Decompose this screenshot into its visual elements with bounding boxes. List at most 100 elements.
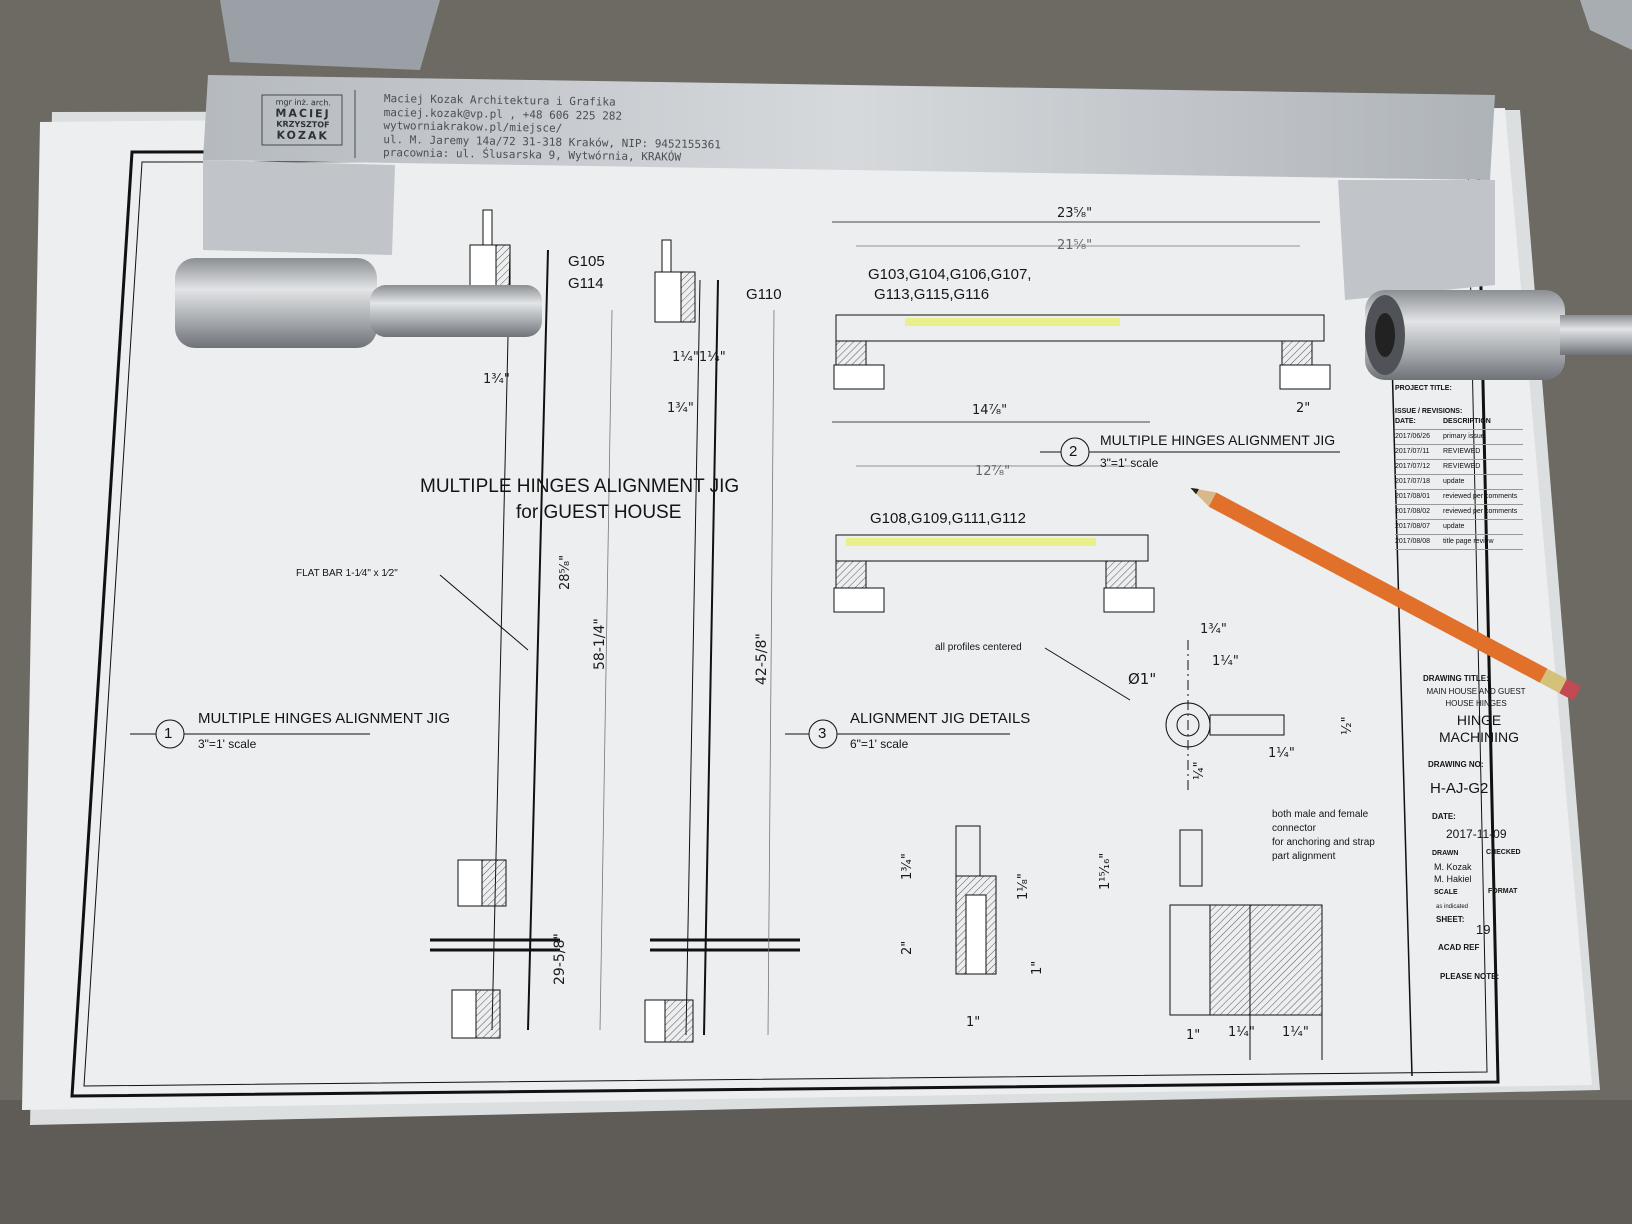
view2-title: MULTIPLE HINGES ALIGNMENT JIG [1100, 432, 1336, 448]
engraving-address: Maciej Kozak Architektura i Grafika maci… [383, 92, 722, 165]
revision-date: 2017/07/18 [1395, 478, 1431, 485]
dim-1-1-4-bottom: 1¹⁄₄" [1268, 746, 1295, 761]
revision-row: 2017/07/18 update [1395, 475, 1523, 490]
steel-pin-left-shaft [370, 285, 542, 337]
revision-desc: update [1443, 478, 1465, 485]
workbench-stain [0, 1100, 1632, 1224]
aluminum-clamp-leg-right [1338, 180, 1495, 300]
date-label: DATE: [1432, 812, 1456, 821]
revision-desc: reviewed per comments [1443, 493, 1518, 500]
revision-row: 2017/08/02 reviewed per comments [1395, 505, 1523, 520]
pencil [1190, 487, 1581, 701]
revision-row: 2017/07/11 REVIEWED [1395, 445, 1523, 460]
revision-header: DATE: DESCRIPTION [1395, 415, 1523, 430]
connector-note: both male and female connector for ancho… [1272, 808, 1375, 864]
metal-tool-top-right [1580, 0, 1632, 50]
main-title-line1: MULTIPLE HINGES ALIGNMENT JIG [420, 476, 740, 497]
steel-pin-right-shaft [1560, 315, 1632, 355]
dim-1-bottom: 1" [966, 1015, 981, 1030]
dim-42-5-8: 42-5/8" [754, 633, 770, 685]
aluminum-clamp-bar [203, 75, 1495, 180]
drawing-title: MAIN HOUSE AND GUEST HOUSE HINGES [1426, 687, 1526, 708]
drawing-title-label: DRAWING TITLE: [1423, 674, 1489, 683]
dim-1-1-4-bottom-c: 1¹⁄₄" [1282, 1025, 1309, 1040]
label-group-b: G108,G109,G111,G112 [870, 510, 1026, 527]
label-group-a-line1: G103,G104,G106,G107, [868, 266, 1032, 283]
label-all-profiles: all profiles centered [935, 642, 1022, 653]
dim-diameter: Ø1" [1128, 670, 1157, 688]
dim-2-v: 2" [900, 940, 915, 955]
view1-geometry [430, 209, 800, 1043]
revision-desc: reviewed per comments [1443, 508, 1518, 515]
revision-desc: REVIEWED [1443, 448, 1481, 455]
view3-scale: 6"=1' scale [850, 737, 909, 751]
connector-note-line: part alignment [1272, 851, 1336, 862]
revision-row: 2017/08/01 reviewed per comments [1395, 490, 1523, 505]
revision-row: 2017/06/26 primary issue [1395, 430, 1523, 445]
view2-number: 2 [1069, 443, 1078, 460]
revision-desc: title page review [1443, 538, 1494, 545]
format-label: FORMAT [1488, 888, 1518, 895]
label-g110: G110 [746, 286, 782, 303]
dim-1-3-4-v: 1³⁄₄" [900, 853, 915, 880]
view2-geometry [832, 221, 1340, 613]
revision-date: 2017/08/02 [1395, 508, 1431, 515]
highlighter-mark-a [905, 318, 1120, 326]
steel-pin-right-bore-inner [1375, 313, 1395, 357]
logo-line2: MACIEJ [275, 106, 331, 121]
label-g114: G114 [568, 275, 604, 292]
label-flat-bar: FLAT BAR 1-1⁄4" x 1⁄2" [296, 568, 398, 579]
dim-half: ¹⁄₂" [1340, 716, 1355, 735]
dim-14-7-8: 14⁷⁄₈" [972, 403, 1008, 418]
title-block-divider [1391, 359, 1413, 1077]
metal-tool-top [220, 0, 440, 70]
view1-number: 1 [164, 725, 173, 742]
please-note-label: PLEASE NOTE: [1440, 972, 1500, 981]
revision-date: 2017/07/11 [1395, 448, 1430, 455]
scale-label: SCALE [1434, 889, 1458, 896]
dim-1-1-4-bottom-b: 1¹⁄₄" [1228, 1025, 1255, 1040]
acad-ref-label: ACAD REF [1438, 943, 1480, 952]
sheet-label: SHEET: [1436, 915, 1465, 924]
dim-1-1-4-detail: 1¹⁄₄" [1212, 654, 1239, 669]
issue-label: ISSUE / REVISIONS: [1395, 408, 1463, 415]
dim-1-3-4-a: 1³⁄₄" [483, 372, 510, 387]
view1-scale: 3"=1' scale [198, 737, 257, 751]
dim-1-3-4-b: 1³⁄₄" [667, 401, 694, 416]
view3-geometry [955, 640, 1323, 1060]
revision-desc: REVIEWED [1443, 463, 1481, 470]
label-group-a-line2: G113,G115,G116 [874, 286, 990, 303]
dim-21-5-8: 21⁵⁄₈" [1057, 238, 1093, 253]
checked-label: CHECKED [1486, 849, 1521, 856]
dim-58-1-4: 58-1/4" [592, 618, 608, 670]
leader-lines [130, 437, 1131, 749]
connector-note-line: for anchoring and strap [1272, 837, 1375, 848]
label-g105: G105 [568, 253, 605, 270]
dim-29-5-8: 29-5/8" [552, 933, 568, 985]
view2-scale: 3"=1' scale [1100, 456, 1159, 470]
highlighter-mark-b [846, 538, 1096, 546]
view3-title: ALIGNMENT JIG DETAILS [850, 710, 1031, 727]
engraving-logo: mgr inż. arch. MACIEJ KRZYSZTOF KOZAK [266, 97, 341, 143]
view3-number: 3 [818, 725, 827, 742]
sheet-number: 19 [1476, 922, 1491, 937]
dim-12-7-8: 12⁷⁄₈" [975, 464, 1011, 479]
logo-box [261, 94, 343, 146]
revision-date: 2017/08/07 [1395, 523, 1431, 530]
revision-date: 2017/07/12 [1395, 463, 1431, 470]
revision-date: 2017/06/26 [1395, 433, 1431, 440]
date-column-header: DATE: [1395, 418, 1416, 425]
revision-desc: primary issue [1443, 433, 1485, 440]
title-block: PROJECT TITLE: ISSUE / REVISIONS: DATE: … [1395, 385, 1523, 550]
dim-23-5-8: 23⁵⁄₈" [1057, 206, 1093, 221]
main-title-line2: for GUEST HOUSE [516, 502, 682, 523]
revision-date: 2017/08/01 [1395, 493, 1431, 500]
view1-title: MULTIPLE HINGES ALIGNMENT JIG [198, 710, 450, 727]
dim-1-15-16-v: 1¹⁵⁄₁₆" [1098, 852, 1113, 890]
dim-28-5-8: 28⁵⁄₈" [558, 554, 573, 590]
connector-note-line: both male and female [1272, 809, 1369, 820]
connector-note-line: connector [1272, 823, 1316, 834]
